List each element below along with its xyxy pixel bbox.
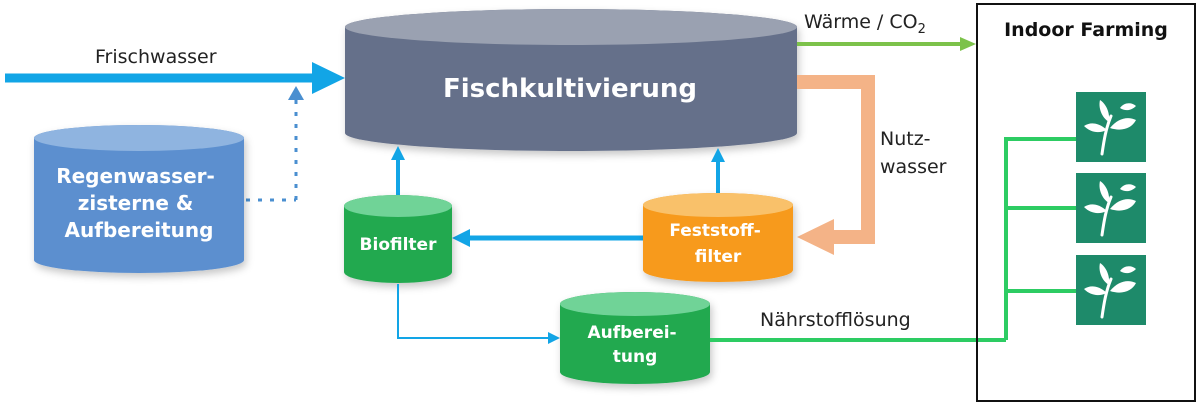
biofilter-up-arrow [391,146,405,198]
nutzwasser-label: Nutz- wasser [880,128,947,178]
plant-icon [1076,92,1146,162]
rainwater-dotted-connection [246,86,304,202]
nutzwasser-arrow [797,75,875,255]
indoor-farming-box [976,3,1196,402]
fischkultivierung-tank [345,9,797,151]
aufbereitung-tank [560,292,710,384]
frischwasser-label: Frischwasser [95,46,217,68]
naehrstoffloesung-line [710,137,1076,342]
biofilter-label: Biofilter [360,235,438,255]
frischwasser-arrow [5,62,345,94]
feststofffilter-tank [643,193,793,282]
feststofffilter-up-arrow [711,148,725,198]
biofilter-to-aufbereitung-arrow [397,284,560,344]
regenwasser-tank [34,125,244,273]
plant-icon [1076,255,1146,325]
biofilter-tank [344,195,452,283]
naehrstoffloesung-label: Nährstofflösung [760,309,911,331]
co2-subscript: 2 [918,22,926,37]
fischkultivierung-label: Fischkultivierung [443,74,697,104]
aufbereitung-label: Aufberei- tung [587,323,682,367]
indoor-farming-label: Indoor Farming [1004,19,1168,41]
waerme-arrow [797,37,976,51]
waerme-label: Wärme / CO2 [804,11,926,37]
regenwasser-label: Regenwasser- zisterne & Aufbereitung [56,164,222,242]
feststofffilter-to-biofilter-arrow [452,229,643,247]
plant-icon [1076,173,1146,243]
feststofffilter-label: Feststoff- filter [669,221,766,267]
